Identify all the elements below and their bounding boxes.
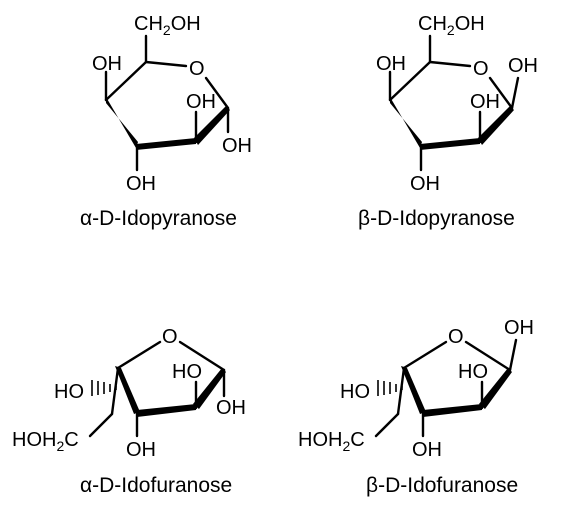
bond-c3-c2-wedge <box>420 138 480 150</box>
bond-c2-c1-wedge <box>193 368 226 409</box>
bond-c3-c2-wedge <box>136 138 196 150</box>
bond-c4-c5 <box>396 366 406 416</box>
bond-c4-c3-wedge <box>115 366 140 414</box>
bond-c3-c2-wedge <box>423 404 482 417</box>
bond-c5-o5 <box>428 60 472 68</box>
bond-o4-c4 <box>116 340 162 370</box>
molecule-name-beta-pyranose: β-D-Idopyranose <box>358 207 515 230</box>
bond-c1-oh <box>508 338 518 372</box>
bond-c5-o5 <box>144 60 188 68</box>
ring-oxygen-label: O <box>189 58 205 80</box>
bond-o5-c1 <box>488 76 514 110</box>
bond-c5-c6 <box>374 412 400 438</box>
bond-c2-c1-wedge <box>478 106 514 145</box>
c4-hydroxyl-label: HO <box>340 381 370 403</box>
molecule-name-alpha-furanose: α-D-Idofuranose <box>80 474 232 497</box>
c3-lower-hydroxyl-label: OH <box>412 439 442 461</box>
ch2oh-label: CH2OH <box>418 13 485 38</box>
c3-hydroxyl-label: HO <box>172 361 202 383</box>
molecule-name-alpha-pyranose: α-D-Idopyranose <box>80 207 237 230</box>
ring-oxygen-label: O <box>473 58 489 80</box>
alpha-furanose-structure: O HO HOH2C HO OH OH α-D-Idofuranose <box>12 326 246 497</box>
c4-hydroxyl-label: OH <box>376 53 406 75</box>
beta-pyranose-structure: CH2OH O OH OH OH OH β-D-Idopyranose <box>358 13 538 230</box>
molecule-name-beta-furanose: β-D-Idofuranose <box>366 474 518 497</box>
c2-hydroxyl-label: OH <box>216 397 246 419</box>
bond-o4-c1 <box>464 340 512 372</box>
hoh2c-label: HOH2C <box>298 429 365 454</box>
bond-c4-c3-wedge <box>401 366 426 414</box>
c4-hydroxyl-label: OH <box>92 53 122 75</box>
c1-hydroxyl-label: OH <box>504 317 534 339</box>
bond-c4-c5 <box>110 366 120 416</box>
bond-c4-c3-wedge <box>390 97 422 148</box>
ch2oh-label: CH2OH <box>134 13 201 38</box>
c1-hydroxyl-label: OH <box>508 55 538 77</box>
bond-o4-c1 <box>178 340 226 372</box>
bond-c2-c1-wedge <box>194 106 230 145</box>
c2-hydroxyl-label: OH <box>470 91 500 113</box>
beta-furanose-structure: O HO HOH2C HO OH OH β-D-Idofuranose <box>298 317 534 497</box>
bond-o5-c1 <box>204 76 230 110</box>
bond-o4-c4 <box>402 340 448 370</box>
c3-hydroxyl-label: OH <box>126 173 156 195</box>
bond-c1-oh <box>510 76 520 110</box>
c1-hydroxyl-label: OH <box>222 135 252 157</box>
bond-c5-c6 <box>88 412 114 438</box>
c3-lower-hydroxyl-label: OH <box>126 439 156 461</box>
bond-c4-c3-wedge <box>106 97 138 148</box>
hoh2c-label: HOH2C <box>12 429 79 454</box>
bond-c5-c4 <box>388 60 432 102</box>
c4-hydroxyl-label: HO <box>54 381 84 403</box>
bond-c5-c4 <box>104 60 148 102</box>
c3-hydroxyl-label: HO <box>458 361 488 383</box>
ring-oxygen-label: O <box>448 326 464 348</box>
bond-c3-c2-wedge <box>137 404 196 417</box>
c2-hydroxyl-label: OH <box>186 91 216 113</box>
alpha-pyranose-structure: CH2OH O OH OH OH OH α-D-Idopyranose <box>80 13 252 230</box>
bond-c2-c1-wedge <box>479 368 512 409</box>
ring-oxygen-label: O <box>162 326 178 348</box>
c3-hydroxyl-label: OH <box>410 173 440 195</box>
